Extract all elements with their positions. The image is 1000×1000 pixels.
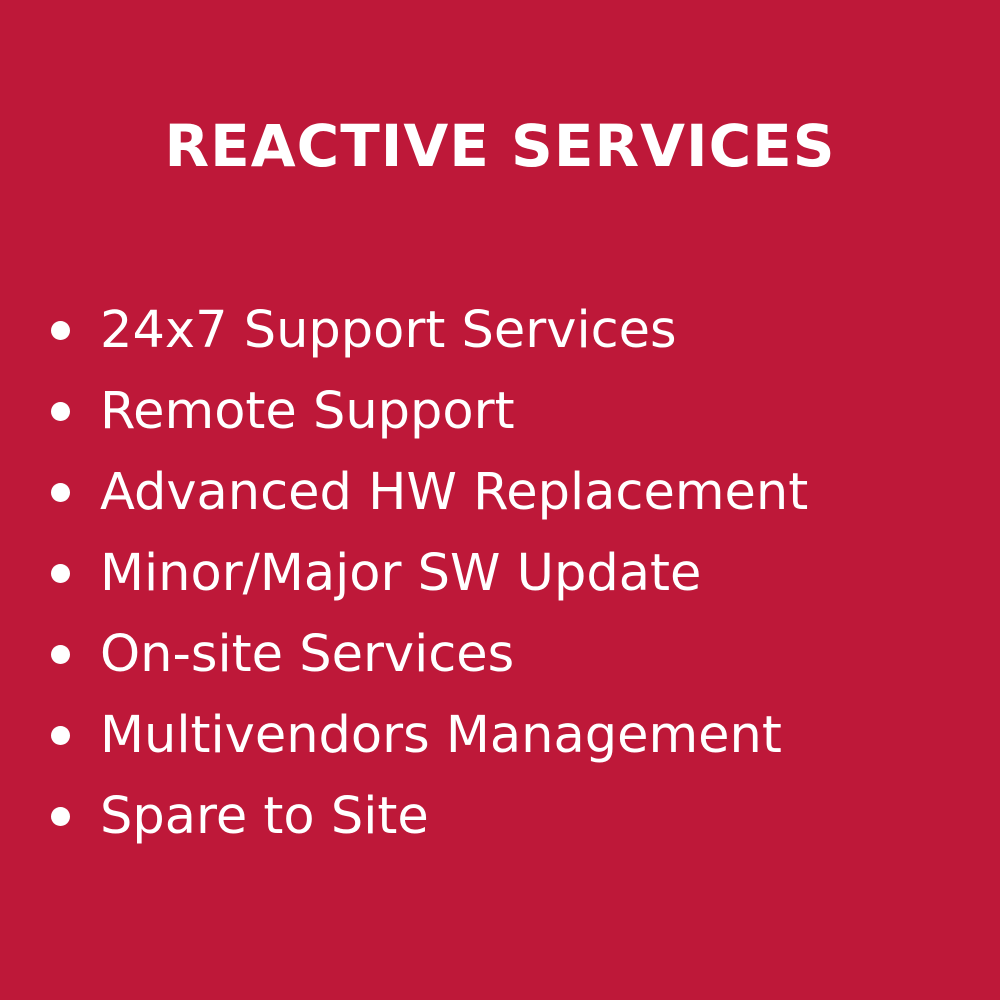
list-item: On-site Services xyxy=(0,614,1000,695)
bullet-dot-icon xyxy=(51,321,70,340)
list-item-label: Advanced HW Replacement xyxy=(100,463,809,522)
bullet-dot-icon xyxy=(51,807,70,826)
list-item-label: Remote Support xyxy=(100,382,515,441)
list-item-label: Minor/Major SW Update xyxy=(100,544,702,603)
bullet-dot-icon xyxy=(51,483,70,502)
list-item: Spare to Site xyxy=(0,776,1000,857)
list-item-label: On-site Services xyxy=(100,625,515,684)
bullet-dot-icon xyxy=(51,402,70,421)
bullet-dot-icon xyxy=(51,564,70,583)
bullet-dot-icon xyxy=(51,726,70,745)
bullet-dot-icon xyxy=(51,645,70,664)
list-item: Multivendors Management xyxy=(0,695,1000,776)
list-item: Minor/Major SW Update xyxy=(0,533,1000,614)
list-item: Remote Support xyxy=(0,371,1000,452)
list-item-label: Spare to Site xyxy=(100,787,429,846)
card-title: REACTIVE SERVICES xyxy=(164,112,836,180)
list-item-label: Multivendors Management xyxy=(100,706,782,765)
list-item: Advanced HW Replacement xyxy=(0,452,1000,533)
list-item-label: 24x7 Support Services xyxy=(100,301,677,360)
list-item: 24x7 Support Services xyxy=(0,290,1000,371)
services-list: 24x7 Support Services Remote Support Adv… xyxy=(0,290,1000,857)
